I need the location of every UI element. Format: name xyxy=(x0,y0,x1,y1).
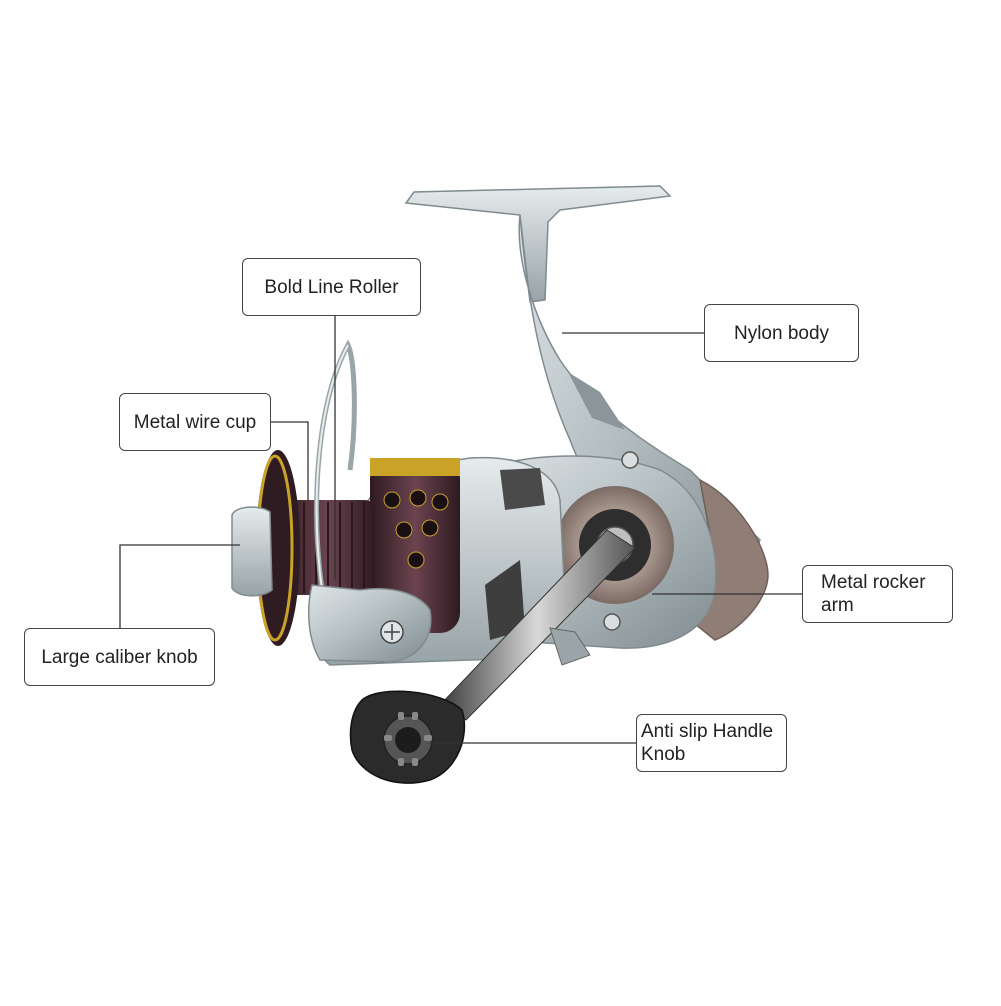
callout-label: Nylon body xyxy=(733,322,830,344)
bail-arm xyxy=(307,584,432,663)
bail-screw-slot xyxy=(384,624,400,640)
callout-label: Metal wire cup xyxy=(133,411,257,433)
housing-window xyxy=(485,560,525,640)
leader-lines xyxy=(119,316,802,744)
callout-metal-rocker-arm: Metal rocker arm xyxy=(802,565,953,623)
spool-hole xyxy=(409,489,427,507)
spool-hole xyxy=(395,521,413,539)
stem-cutout xyxy=(568,372,625,430)
callout-large-caliber-knob: Large caliber knob xyxy=(24,628,215,686)
callout-bold-line-roller: Bold Line Roller xyxy=(242,258,421,316)
spool-hole xyxy=(407,551,425,569)
callout-label: Bold Line Roller xyxy=(264,276,399,298)
callout-label: Anti slip Handle Knob xyxy=(641,721,774,765)
leader-metal-wire-cup xyxy=(271,421,309,500)
handle-arm xyxy=(439,529,636,721)
front-knob xyxy=(231,506,273,597)
leader-large-caliber-knob xyxy=(119,544,240,628)
spool-hole xyxy=(421,519,439,537)
bottom-bracket xyxy=(549,627,591,666)
callout-label: Metal rocker arm xyxy=(821,572,926,616)
screw-top xyxy=(621,451,639,469)
callout-metal-wire-cup: Metal wire cup xyxy=(119,393,271,451)
screw-bottom xyxy=(603,613,621,631)
spool-hole xyxy=(383,491,401,509)
spool-gold-top xyxy=(370,458,460,476)
handle-knob-center xyxy=(395,727,421,753)
spool-hole xyxy=(431,493,449,511)
callout-nylon-body: Nylon body xyxy=(704,304,859,362)
callout-anti-slip-handle-knob: Anti slip Handle Knob xyxy=(636,714,787,772)
bail-wire-highlight xyxy=(315,344,349,591)
reel-foot xyxy=(404,185,672,303)
housing-window-2 xyxy=(500,468,545,510)
handle-knob-grips xyxy=(384,712,432,766)
callout-label: Large caliber knob xyxy=(41,646,198,668)
